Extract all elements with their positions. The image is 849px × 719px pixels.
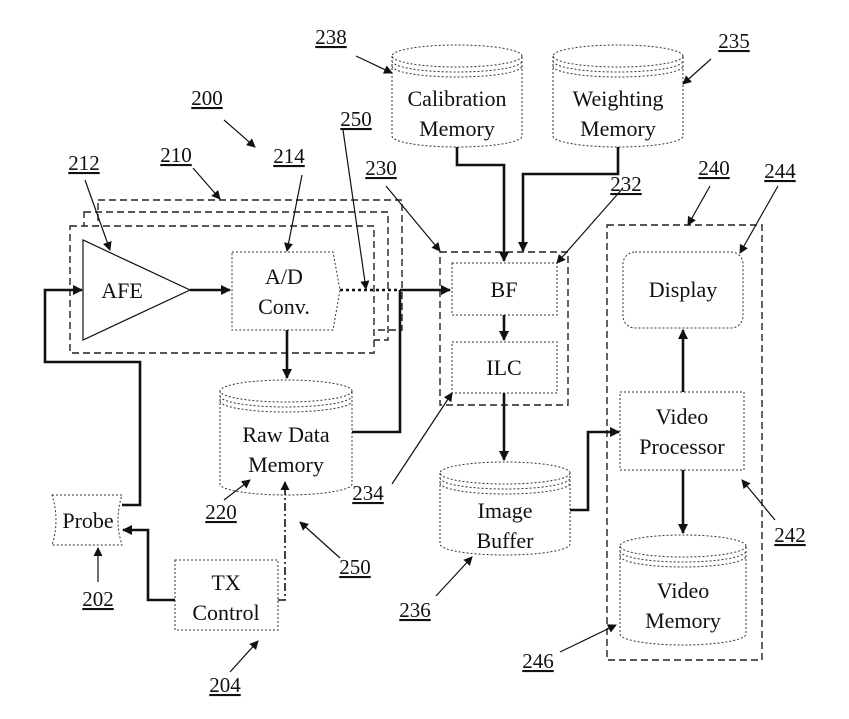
ref-230: 230 — [365, 156, 397, 180]
ilc-block: ILC — [452, 342, 557, 393]
tx-label-2: Control — [192, 600, 259, 625]
image-buffer-to-video-processor-arrow — [570, 432, 619, 510]
raw-data-memory-label-1: Raw Data — [242, 422, 330, 447]
weighting-memory-label-2: Memory — [580, 116, 656, 141]
image-buffer-label-1: Image — [478, 498, 533, 523]
video-memory-label-1: Video — [657, 578, 709, 603]
ref-204: 204 — [209, 673, 241, 697]
ref-244: 244 — [764, 159, 796, 183]
tx-to-raw-memory-dashdot-arrow — [278, 482, 285, 600]
raw-data-memory-label-2: Memory — [248, 452, 324, 477]
ref-250-top: 250 — [340, 107, 372, 131]
calibration-to-bf-arrow — [457, 147, 504, 261]
ref-236: 236 — [399, 598, 431, 622]
image-buffer-label-2: Buffer — [476, 528, 534, 553]
video-memory-label-2: Memory — [645, 608, 721, 633]
afe-label: AFE — [101, 278, 143, 303]
ref-202: 202 — [82, 587, 114, 611]
display-block: Display — [623, 252, 743, 328]
probe-label: Probe — [62, 508, 113, 533]
bf-block: BF — [452, 263, 557, 315]
tx-control-block: TX Control — [175, 560, 278, 630]
ref-235: 235 — [718, 29, 750, 53]
ref-246: 246 — [522, 649, 554, 673]
ad-label-1: A/D — [265, 264, 303, 289]
weighting-memory-label-1: Weighting — [572, 86, 663, 111]
video-processor-label-2: Processor — [639, 434, 725, 459]
tx-to-probe-arrow — [123, 530, 175, 600]
display-label: Display — [649, 277, 717, 302]
ref-232: 232 — [610, 172, 642, 196]
ref-240: 240 — [698, 156, 730, 180]
calibration-memory-label-2: Memory — [419, 116, 495, 141]
ref-234: 234 — [352, 481, 384, 505]
probe-block: Probe — [52, 495, 122, 545]
ad-label-2: Conv. — [258, 294, 310, 319]
ref-242: 242 — [774, 523, 806, 547]
ref-210: 210 — [160, 143, 192, 167]
video-processor-block: Video Processor — [620, 392, 744, 470]
ref-250-bottom: 250 — [339, 555, 371, 579]
ref-214: 214 — [273, 144, 305, 168]
ilc-label: ILC — [486, 355, 521, 380]
bf-label: BF — [491, 277, 518, 302]
ref-200: 200 — [191, 86, 223, 110]
connections — [45, 147, 683, 600]
ref-220: 220 — [205, 500, 237, 524]
ref-238: 238 — [315, 25, 347, 49]
calibration-memory-label-1: Calibration — [408, 86, 507, 111]
tx-label-1: TX — [211, 570, 240, 595]
video-processor-label-1: Video — [656, 404, 708, 429]
ref-212: 212 — [68, 151, 100, 175]
weighting-to-bf-arrow — [523, 147, 618, 251]
